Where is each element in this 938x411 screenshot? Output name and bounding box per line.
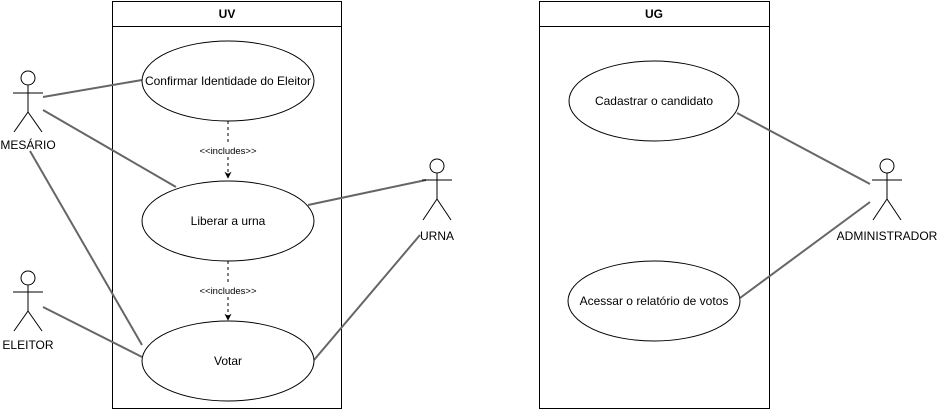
actor-right-leg (886, 198, 902, 221)
actor-left-leg (422, 198, 438, 221)
actor-urna[interactable]: URNA (420, 158, 454, 243)
association-mesario-confirm (42, 79, 143, 98)
association-register-admin (736, 112, 871, 185)
use-case-label: Cadastrar o candidato (595, 94, 713, 108)
actor-right-leg (27, 310, 43, 332)
actor-head (879, 158, 895, 174)
ug-boundary-title: UG (645, 7, 663, 21)
association-release-urna (307, 179, 427, 206)
association-eleitor-vote (42, 306, 143, 358)
actor-right-leg (436, 198, 452, 221)
use-case-confirm-identity[interactable]: Confirmar Identidade do Eleitor (141, 40, 315, 122)
actor-label: MESÁRIO (0, 137, 55, 152)
include-label-1: <<includes>> (199, 146, 256, 157)
use-case-release-urn[interactable]: Liberar a urna (141, 180, 315, 262)
actor-head (429, 158, 445, 174)
use-case-label: Liberar a urna (191, 214, 266, 228)
actor-head (20, 270, 36, 286)
actor-eleitor[interactable]: ELEITOR (2, 270, 54, 352)
association-report-admin (739, 201, 871, 299)
actor-label: URNA (420, 229, 454, 243)
actor-left-leg (13, 111, 29, 133)
association-vote-urna (313, 234, 421, 361)
association-mesario-vote (29, 150, 143, 346)
include-relations: <<includes>> <<includes>> (193, 121, 263, 321)
include-label-2: <<includes>> (199, 286, 256, 297)
actor-mesario[interactable]: MESÁRIO (0, 70, 56, 152)
actor-label: ELEITOR (2, 338, 53, 352)
associations (29, 79, 871, 361)
use-case-label: Votar (214, 354, 242, 368)
use-case-vote[interactable]: Votar (141, 320, 315, 402)
actor-administrador[interactable]: ADMINISTRADOR (837, 158, 938, 243)
actor-left-leg (872, 198, 888, 221)
actor-head (20, 70, 36, 86)
use-case-label: Acessar o relatório de votos (580, 294, 729, 308)
use-case-label: Confirmar Identidade do Eleitor (145, 74, 311, 88)
uv-boundary-title: UV (219, 7, 236, 21)
actor-label: ADMINISTRADOR (837, 229, 938, 243)
actor-left-leg (13, 310, 29, 332)
association-mesario-release (42, 109, 177, 188)
actor-right-leg (27, 111, 43, 133)
use-case-vote-report[interactable]: Acessar o relatório de votos (567, 260, 741, 342)
use-case-register-candidate[interactable]: Cadastrar o candidato (568, 60, 740, 142)
